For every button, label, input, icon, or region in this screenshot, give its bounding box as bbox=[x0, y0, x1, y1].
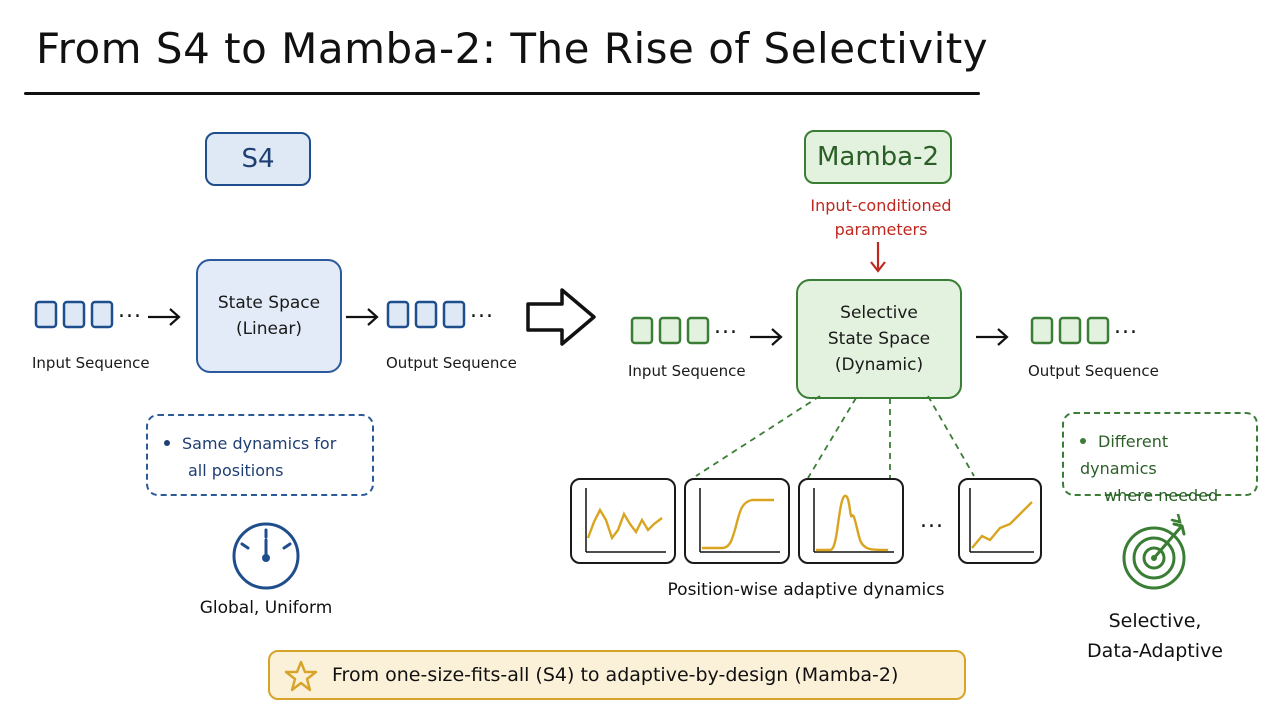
s4-caption: Global, Uniform bbox=[199, 598, 333, 618]
mamba-input-sequence bbox=[630, 316, 710, 345]
transition-arrow bbox=[526, 288, 596, 346]
s4-note: Same dynamics for all positions bbox=[146, 414, 374, 496]
plot-2-curve bbox=[699, 488, 780, 553]
plot-panel-3 bbox=[798, 478, 904, 564]
star-icon bbox=[284, 660, 318, 692]
mamba-box-line1: Selective bbox=[840, 303, 918, 323]
title-underline bbox=[24, 92, 980, 95]
plot-panel-4 bbox=[958, 478, 1042, 564]
s4-note-line2: all positions bbox=[188, 461, 284, 480]
selective-state-space-box: Selective State Space (Dynamic) bbox=[796, 279, 962, 399]
s4-input-ellipsis: ... bbox=[118, 298, 142, 323]
mamba-box-line2: State Space bbox=[827, 329, 931, 349]
plot-1-curve bbox=[585, 488, 666, 553]
mamba-note: Different dynamics where needed bbox=[1062, 412, 1258, 505]
s4-input-sequence bbox=[34, 300, 114, 329]
s4-badge: S4 bbox=[205, 132, 311, 186]
mamba-note-line2: where needed bbox=[1104, 486, 1219, 505]
plot-3-curve bbox=[813, 488, 894, 553]
plot-panel-2 bbox=[684, 478, 790, 564]
s4-arrow-in bbox=[148, 308, 181, 326]
plot-4-curve bbox=[969, 488, 1034, 553]
dashed-connectors bbox=[695, 395, 975, 479]
s4-output-ellipsis: ... bbox=[470, 298, 494, 323]
s4-input-label: Input Sequence bbox=[32, 354, 150, 372]
summary-banner: From one-size-fits-all (S4) to adaptive-… bbox=[268, 650, 966, 700]
red-down-arrow bbox=[870, 242, 886, 273]
mamba-caption-line1: Selective, bbox=[1108, 610, 1202, 632]
bullet-dot bbox=[1080, 437, 1086, 444]
mamba-badge: Mamba-2 bbox=[804, 130, 952, 184]
mamba-caption-line2: Data-Adaptive bbox=[1087, 640, 1223, 662]
mamba-box-line3: (Dynamic) bbox=[834, 355, 924, 375]
banner-text: From one-size-fits-all (S4) to adaptive-… bbox=[332, 664, 899, 686]
plots-caption: Position-wise adaptive dynamics bbox=[667, 580, 945, 600]
mamba-input-ellipsis: ... bbox=[714, 314, 738, 339]
param-line1: Input-conditioned bbox=[810, 196, 952, 215]
mamba-note-line1: Different dynamics bbox=[1080, 432, 1169, 478]
plot-panel-1 bbox=[570, 478, 676, 564]
gauge-icon bbox=[232, 522, 300, 590]
s4-box-line1: State Space bbox=[217, 293, 321, 313]
s4-state-space-box: State Space (Linear) bbox=[196, 259, 342, 373]
plots-ellipsis: ... bbox=[920, 508, 944, 533]
mamba-caption: Selective, Data-Adaptive bbox=[1076, 606, 1234, 666]
page-title: From S4 to Mamba-2: The Rise of Selectiv… bbox=[36, 24, 989, 73]
mamba-output-sequence bbox=[1030, 316, 1110, 345]
mamba-arrow-out bbox=[976, 328, 1009, 346]
s4-output-sequence bbox=[386, 300, 466, 329]
s4-output-label: Output Sequence bbox=[386, 354, 517, 372]
mamba-input-label: Input Sequence bbox=[628, 362, 746, 380]
target-icon bbox=[1122, 514, 1186, 590]
mamba-arrow-in bbox=[750, 328, 783, 346]
s4-box-line2: (Linear) bbox=[235, 319, 303, 339]
s4-arrow-out bbox=[346, 308, 379, 326]
mamba-output-ellipsis: ... bbox=[1114, 314, 1138, 339]
param-line2: parameters bbox=[834, 220, 928, 239]
mamba-output-label: Output Sequence bbox=[1028, 362, 1159, 380]
input-conditioned-label: Input-conditioned parameters bbox=[806, 194, 956, 242]
s4-note-line1: Same dynamics for bbox=[182, 434, 337, 453]
bullet-dot bbox=[164, 439, 170, 446]
